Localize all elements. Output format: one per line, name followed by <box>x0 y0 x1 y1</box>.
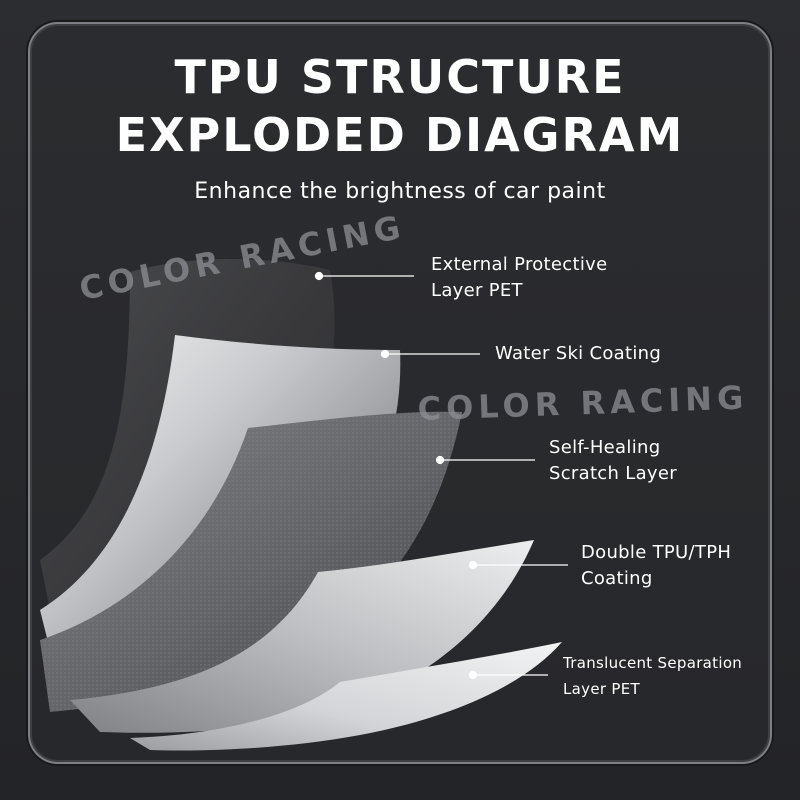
diagram-subtitle: Enhance the brightness of car paint <box>194 179 606 204</box>
label-3-line-2: Scratch Layer <box>549 463 677 484</box>
label-3-line-1: Self-Healing <box>549 437 661 458</box>
pointer-layer-2 <box>380 349 480 359</box>
label-1-line-1: External Protective <box>431 254 608 275</box>
label-self-healing-scratch: Self-Healing Scratch Layer <box>549 435 677 487</box>
pointer-layer-4 <box>468 560 568 570</box>
layer-double-tpu-tph-coating <box>70 540 534 733</box>
watermark-2: COLOR RACING <box>417 378 749 428</box>
label-water-ski-coating: Water Ski Coating <box>495 341 661 367</box>
pointer-layer-1 <box>314 271 414 281</box>
pointer-layer-3 <box>435 455 535 465</box>
diagram-title: TPU STRUCTURE EXPLODED DIAGRAM <box>0 48 800 164</box>
label-double-tpu-tph: Double TPU/TPH Coating <box>581 540 731 592</box>
label-5-line-1: Translucent Separation <box>563 654 743 672</box>
title-line-1: TPU STRUCTURE <box>174 50 626 104</box>
label-5-line-2: Layer PET <box>563 680 640 698</box>
label-4-line-1: Double TPU/TPH <box>581 542 732 563</box>
label-1-line-2: Layer PET <box>431 280 523 301</box>
label-external-protective-pet: External Protective Layer PET <box>431 252 607 304</box>
layer-translucent-separation-pet <box>130 642 562 751</box>
label-4-line-2: Coating <box>581 568 653 589</box>
pointer-layer-5 <box>468 670 548 680</box>
label-translucent-separation-pet: Translucent Separation Layer PET <box>563 650 742 702</box>
label-2-line-1: Water Ski Coating <box>495 343 662 364</box>
title-line-2: EXPLODED DIAGRAM <box>115 108 685 162</box>
